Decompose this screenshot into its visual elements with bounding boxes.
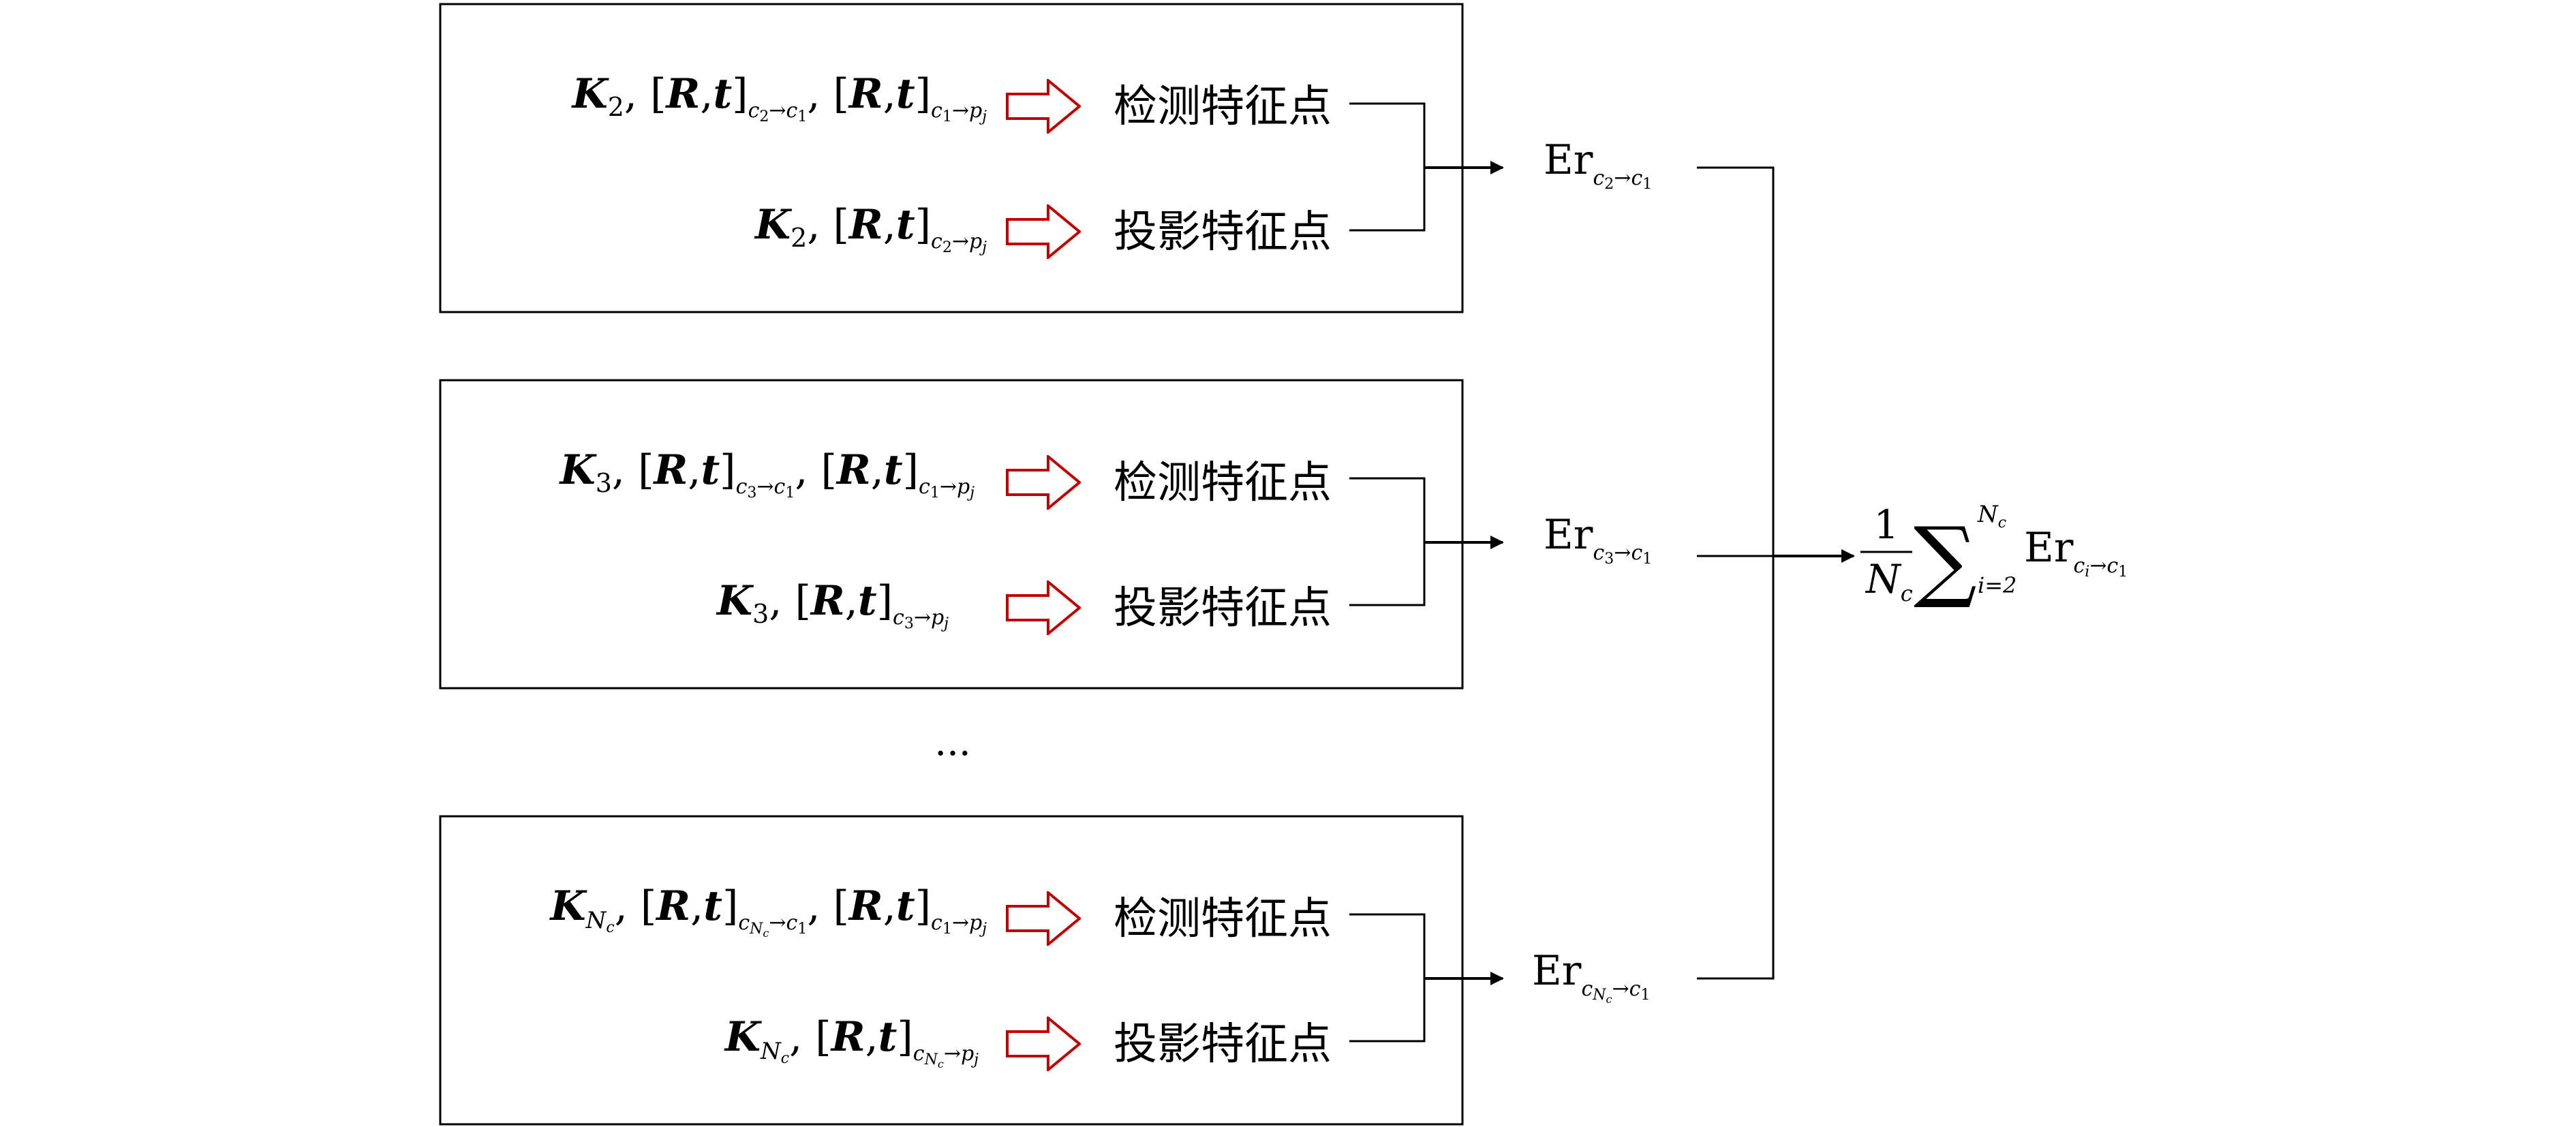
block-frame: [439, 379, 1464, 690]
red-arrow-icon: [1006, 79, 1081, 134]
detect-formula: K2, [R,t]c2→c1, [R,t]c1→pj: [571, 70, 987, 125]
project-formula: K3, [R,t]c3→pj: [716, 577, 949, 632]
mean-error-formula: 1 Nc ∑ Nc i=2 Erci→c1: [1860, 501, 2128, 611]
project-formula: K2, [R,t]c2→pj: [754, 201, 987, 256]
aggregation-connector: [1697, 166, 1775, 980]
red-arrow-icon: [1006, 581, 1081, 635]
project-label: 投影特征点: [1114, 1019, 1332, 1070]
red-arrow-icon: [1006, 204, 1081, 259]
project-label: 投影特征点: [1114, 207, 1332, 258]
red-arrow-icon: [1006, 891, 1081, 946]
red-arrow-icon: [1006, 1017, 1081, 1071]
project-formula: KNc, [R,t]cNc→pj: [724, 1013, 979, 1070]
fraction-numerator: 1: [1874, 501, 1899, 548]
detect-label: 检测特征点: [1114, 458, 1332, 508]
sum-term: Erci→c1: [2024, 524, 2128, 581]
er-label-3: Erc3→c1: [1544, 511, 1652, 568]
block-frame: [439, 815, 1464, 1126]
fraction-denominator: Nc: [1865, 556, 1913, 606]
red-arrow-icon: [1006, 455, 1081, 510]
block-frame: [439, 3, 1464, 313]
detect-label: 检测特征点: [1114, 894, 1332, 944]
detect-formula: KNc, [R,t]cNc→c1, [R,t]c1→pj: [549, 882, 987, 940]
project-label: 投影特征点: [1114, 583, 1332, 634]
er-label-2: Erc2→c1: [1544, 136, 1652, 193]
bracket-connector: [1349, 477, 1426, 606]
block-camera-nc: KNc, [R,t]cNc→c1, [R,t]c1→pj 检测特征点 KNc, …: [439, 815, 1504, 1126]
block-camera-3: K3, [R,t]c3→c1, [R,t]c1→pj 检测特征点 K3, [R,…: [439, 379, 1504, 690]
sum-symbol: ∑: [1914, 508, 1977, 611]
detect-formula: K3, [R,t]c3→c1, [R,t]c1→pj: [559, 446, 975, 501]
sum-lower-limit: i=2: [1978, 572, 2017, 598]
bracket-connector: [1349, 913, 1426, 1043]
sum-upper-limit: Nc: [1977, 501, 2006, 531]
er-label-nc: ErcNc→c1: [1532, 947, 1650, 1006]
ellipsis: ...: [934, 720, 970, 765]
block-camera-2: K2, [R,t]c2→c1, [R,t]c1→pj 检测特征点 K2, [R,…: [439, 3, 1504, 313]
detect-label: 检测特征点: [1114, 82, 1332, 132]
bracket-connector: [1349, 102, 1426, 232]
